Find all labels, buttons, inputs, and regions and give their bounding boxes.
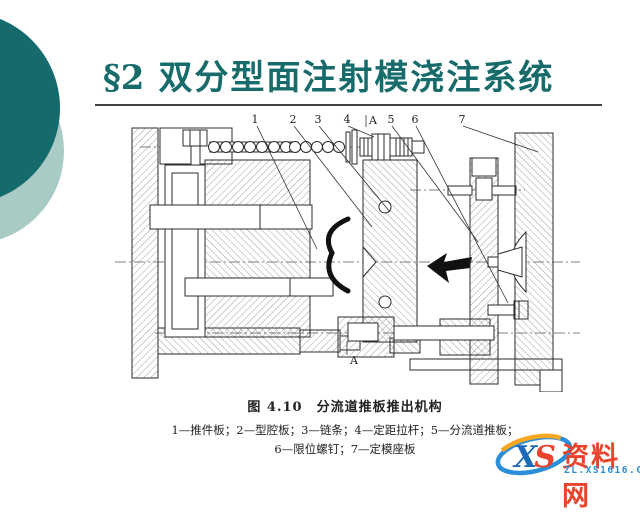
- part-label-5: 5: [388, 113, 395, 126]
- moving-seat-plate: [131, 127, 159, 379]
- core-holder-blocks: [204, 159, 311, 338]
- section-mark-bottom: A: [349, 354, 359, 367]
- title-section-number: §2: [103, 58, 145, 98]
- title-underline: [95, 104, 602, 106]
- fixed-seat-plate: [487, 132, 563, 392]
- lower-tie-rod: [337, 316, 495, 358]
- section-mark-top: A: [368, 114, 378, 127]
- cavity-plate: [362, 159, 418, 343]
- part-label-6: 6: [412, 113, 419, 126]
- part-number-labels: 1 2 3 4 5 6 7 A A: [252, 113, 466, 367]
- part-label-4: 4: [344, 113, 351, 126]
- part-label-3: 3: [315, 113, 322, 126]
- mold-open-arrow-icon: [427, 253, 472, 283]
- logo-letter-s: S: [534, 440, 556, 475]
- page-title: §2 双分型面注射模浇注系统: [103, 50, 623, 99]
- logo-letter-x: X: [512, 440, 539, 475]
- slide-canvas: { "slide": { "section": "§2", "title": "…: [0, 12, 640, 512]
- push-plate-column: [164, 164, 206, 338]
- part-label-2: 2: [290, 113, 297, 126]
- watermark-site-url: ZL.XS1616.COM: [564, 465, 640, 476]
- leader-lines: [256, 115, 539, 355]
- mold-cross-section-diagram: 1 2 3 4 5 6 7 A A: [115, 113, 580, 392]
- svg-text:XS: XS: [512, 440, 556, 475]
- title-text: 双分型面注射模浇注系统: [158, 58, 555, 98]
- watermark-logo: XS 资料网 ZL.XS1616.COM: [492, 429, 640, 512]
- figure-caption: 图 4.10 分流道推板推出机构: [247, 400, 443, 415]
- figure-legend-line1: 1—推件板；2—型腔板；3—链条；4—定距拉杆；5—分流道推板；: [171, 423, 519, 437]
- part-label-1: 1: [252, 113, 259, 126]
- distance-tie-rod: [345, 129, 425, 165]
- chain: [208, 141, 345, 153]
- part-label-7: 7: [459, 113, 466, 126]
- logo-swoosh: XS: [495, 433, 573, 476]
- molded-part-profile: [326, 216, 351, 294]
- figure-legend-line2: 6—限位螺钉；7—定模座板: [274, 442, 416, 456]
